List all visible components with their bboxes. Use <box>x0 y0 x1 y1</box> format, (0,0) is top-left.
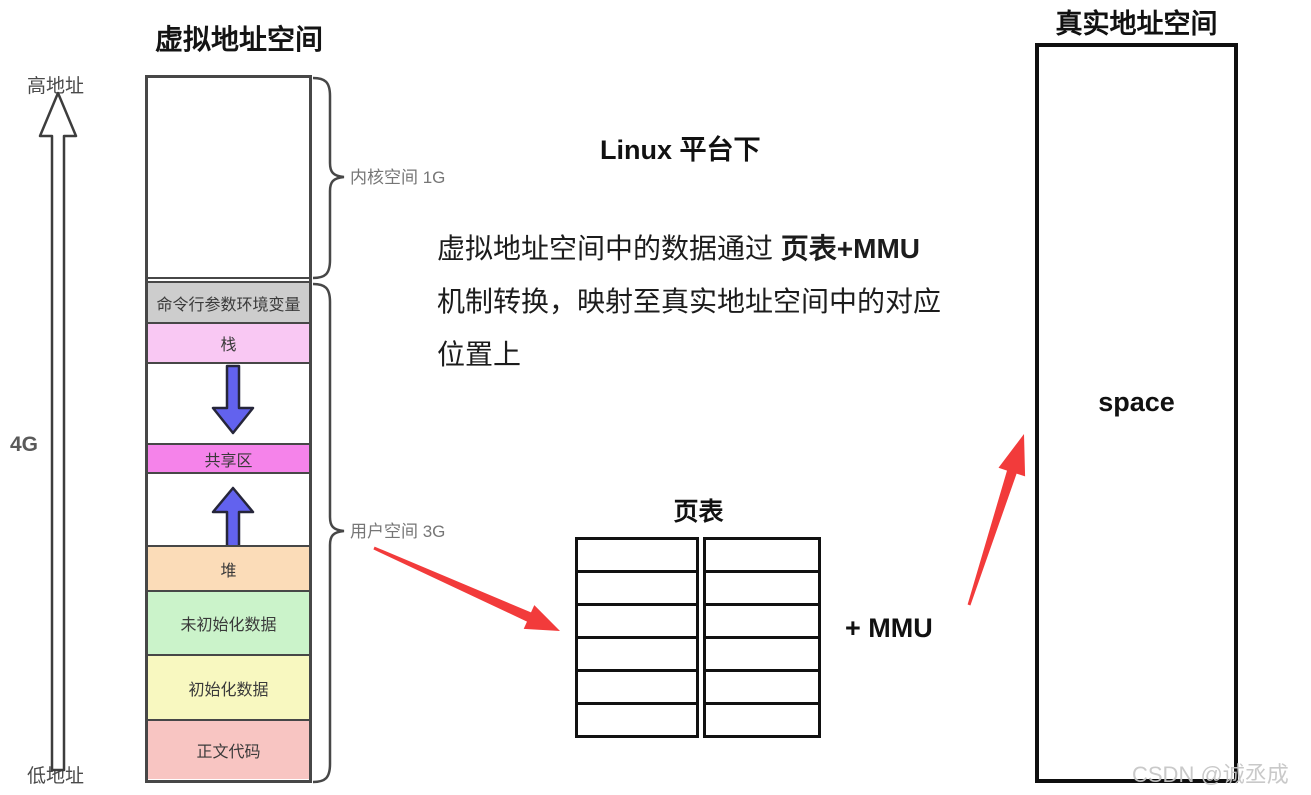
description-line-3: 位置上 <box>437 339 522 370</box>
segment-heap-grow-gap <box>148 472 309 545</box>
segment-stack: 栈 <box>148 322 309 362</box>
down-arrow-icon <box>211 364 255 435</box>
segment-heap: 堆 <box>148 545 309 590</box>
description-line-2: 机制转换，映射至真实地址空间中的对应 <box>437 286 942 317</box>
memory-stack: 命令行参数环境变量栈共享区堆未初始化数据初始化数据正文代码 <box>145 75 312 783</box>
high-address-label: 高地址 <box>27 76 85 97</box>
kernel-space-brace-label: 内核空间 1G <box>350 168 446 187</box>
page-table-cell <box>706 672 818 705</box>
page-table-left-column <box>575 537 699 738</box>
page-table-cell <box>578 573 696 606</box>
page-table-cell <box>706 606 818 639</box>
segment-label: 初始化数据 <box>188 681 269 699</box>
mmu-label: + MMU <box>845 613 933 643</box>
virtual-space-title: 虚拟地址空间 <box>155 24 324 55</box>
description-paragraph: 虚拟地址空间中的数据通过 页表+MMU 机制转换，映射至真实地址空间中的对应 位… <box>437 222 941 381</box>
segment-cmdline-env: 命令行参数环境变量 <box>148 283 309 322</box>
red-arrow-to-real-space <box>967 434 1026 606</box>
page-table-cell <box>706 705 818 735</box>
real-space-box: space <box>1035 43 1238 783</box>
description-line-1: 虚拟地址空间中的数据通过 页表+MMU <box>437 233 921 264</box>
up-arrow-icon <box>211 486 255 545</box>
low-address-label: 低地址 <box>27 766 85 787</box>
red-arrow-to-page-table <box>373 546 560 631</box>
page-table-cell <box>706 573 818 606</box>
segment-shared-area: 共享区 <box>148 443 309 472</box>
page-table-cell <box>578 639 696 672</box>
user-space-brace-label: 用户空间 3G <box>350 522 446 541</box>
segment-uninitialized-data: 未初始化数据 <box>148 590 309 654</box>
address-axis-up-arrow-icon <box>38 91 78 772</box>
segment-stack-grow-gap <box>148 362 309 443</box>
segment-label: 堆 <box>220 562 237 580</box>
page-table-cell <box>706 639 818 672</box>
page-table-cell <box>578 705 696 735</box>
segment-kernel-space <box>148 78 309 277</box>
page-table-cell <box>706 540 818 573</box>
page-table-cell <box>578 540 696 573</box>
page-table-right-column <box>703 537 821 738</box>
segment-label: 栈 <box>220 337 237 354</box>
space-label: space <box>1098 387 1175 417</box>
page-table-cell <box>578 606 696 639</box>
user-space-brace <box>312 282 345 784</box>
segment-label: 命令行参数环境变量 <box>156 296 301 314</box>
linux-platform-title: Linux 平台下 <box>600 135 761 165</box>
kernel-space-brace <box>312 76 345 280</box>
segment-kernel-user-divider <box>148 277 309 283</box>
real-space-title: 真实地址空间 <box>1055 9 1218 39</box>
segment-text-code: 正文代码 <box>148 719 309 779</box>
page-table-cell <box>578 672 696 705</box>
segment-initialized-data: 初始化数据 <box>148 654 309 719</box>
segment-label: 未初始化数据 <box>180 617 277 634</box>
segment-label: 正文代码 <box>196 744 261 761</box>
watermark: CSDN @诚丞成 <box>1132 762 1289 787</box>
segment-label: 共享区 <box>204 452 253 470</box>
4g-size-label: 4G <box>10 433 39 456</box>
page-table-title: 页表 <box>673 498 724 526</box>
